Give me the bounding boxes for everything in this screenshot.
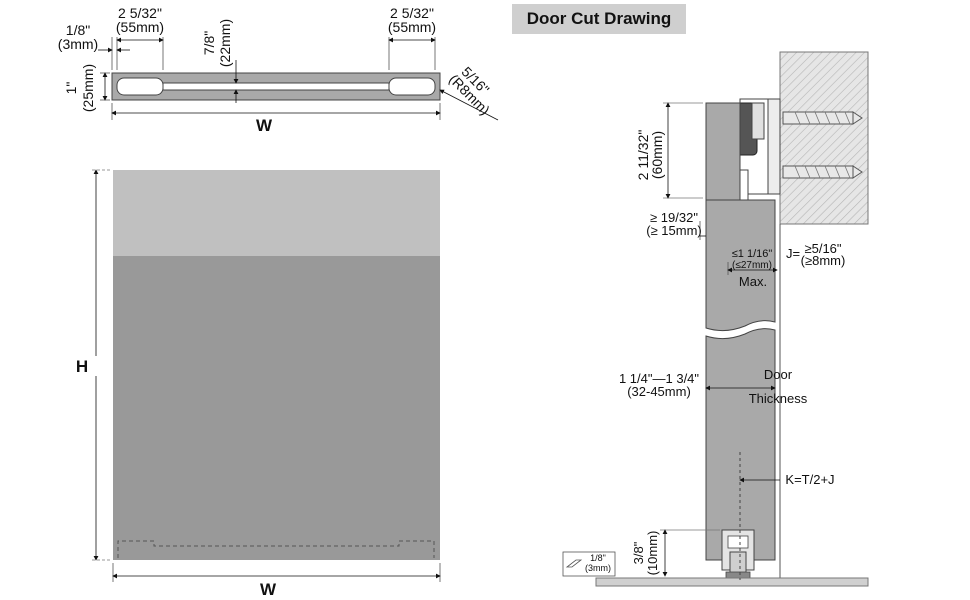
title-banner xyxy=(512,4,686,34)
guide-height-inch: 3/8" xyxy=(631,541,646,564)
floor-guide xyxy=(721,529,755,579)
edge-offset-inch: 1/8" xyxy=(66,22,90,38)
top-width-label: W xyxy=(256,116,273,135)
thickness-inch: 1" xyxy=(63,82,79,95)
k-formula: K=T/2+J xyxy=(785,472,834,487)
top-gap-mm: (≥ 15mm) xyxy=(646,223,702,238)
door-lower xyxy=(705,328,776,561)
slot-right-inch: 2 5/32" xyxy=(390,5,434,21)
thickness-range-inch: 1 1/4"—1 3/4" xyxy=(619,371,699,386)
groove-width-inch: 7/8" xyxy=(201,31,217,55)
thickness-mm: (25mm) xyxy=(80,64,96,112)
track-height-mm: (60mm) xyxy=(649,131,665,179)
slot-right xyxy=(388,77,436,96)
max-offset-mm: (≤27mm) xyxy=(732,260,772,271)
screw-bottom xyxy=(782,165,863,179)
track-height-inch: 2 11/32" xyxy=(635,130,651,181)
floor-gap-callout xyxy=(562,551,616,577)
slot-left-mm: (55mm) xyxy=(116,19,164,35)
bottom-width-label: W xyxy=(260,580,277,599)
guide-height-mm: (10mm) xyxy=(645,531,660,576)
door-thickness-label-1: Door xyxy=(764,367,793,382)
page-title: Door Cut Drawing xyxy=(526,9,672,28)
top-gap-inch: ≥ 19/32" xyxy=(650,210,698,225)
height-label: H xyxy=(76,357,88,376)
groove-width-mm: (22mm) xyxy=(217,19,233,67)
edge-offset-mm: (3mm) xyxy=(58,36,98,52)
door-top-section xyxy=(113,170,440,256)
door-panel xyxy=(113,256,440,560)
slot-left-inch: 2 5/32" xyxy=(118,5,162,21)
thickness-range-mm: (32-45mm) xyxy=(627,384,691,399)
j-prefix: J= xyxy=(786,246,800,261)
top-view: 1/8" (3mm) 2 5/32" (55mm) 2 5/32" (55mm)… xyxy=(58,5,499,135)
wall xyxy=(779,51,869,225)
slot-right-mm: (55mm) xyxy=(388,19,436,35)
bottom-groove-outline xyxy=(117,540,435,558)
slot-left xyxy=(116,77,164,96)
door-upper xyxy=(705,199,776,332)
floor xyxy=(595,577,869,587)
max-label: Max. xyxy=(739,274,767,289)
track-bracket xyxy=(733,98,781,201)
door-thickness-label-2: Thickness xyxy=(749,391,808,406)
floor-gap-mm: (3mm) xyxy=(585,563,611,573)
side-view: 2 11/32" (60mm) ≥ 19/32" (≥ 15mm) ≤1 1/1… xyxy=(562,51,869,587)
j-value-mm: (≥8mm) xyxy=(801,253,846,268)
max-offset-inch: ≤1 1/16" xyxy=(732,248,773,260)
j-value-inch: ≥5/16" xyxy=(804,241,841,256)
groove xyxy=(162,82,390,91)
front-view: H W xyxy=(76,169,441,599)
screw-top xyxy=(782,111,863,125)
floor-gap-inch: 1/8" xyxy=(590,553,606,563)
